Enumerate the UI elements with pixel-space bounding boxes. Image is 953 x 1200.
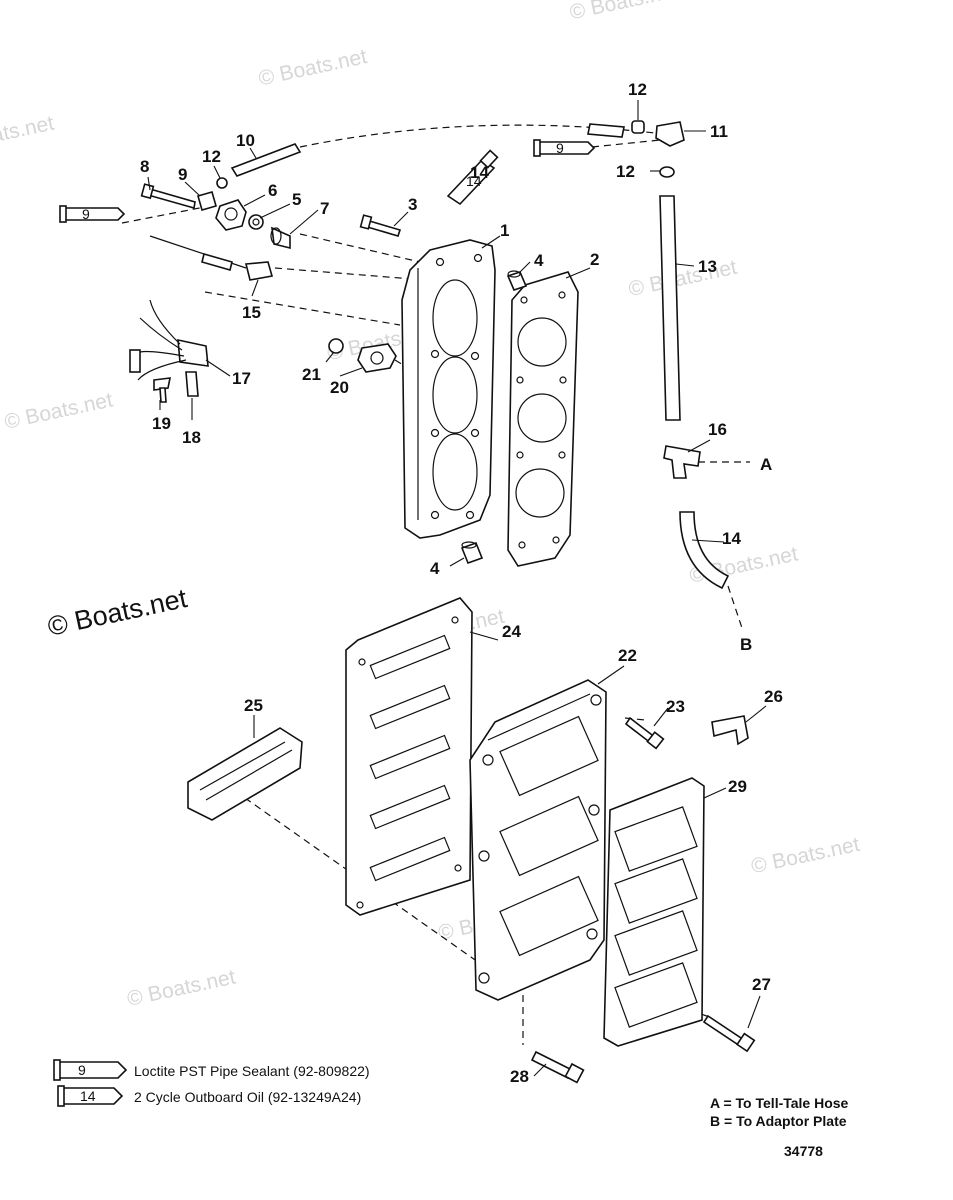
watermark: © Boats.net [749,833,862,878]
callout-12-left: 12 [202,147,221,166]
hose-long [659,195,681,421]
tee-fitting [663,445,701,479]
note-a: A = To Tell-Tale Hose [710,1095,849,1111]
callout-12-top: 12 [628,80,647,99]
cover-bolt-lower [530,1050,585,1084]
callout-10: 10 [236,131,255,150]
hose-curved [679,511,730,590]
callout-12-middle: 12 [616,162,635,181]
callout-28: 28 [510,1067,529,1086]
gasket-bolt [702,1014,756,1053]
leader-lines [147,100,767,1077]
assembly-lines [121,124,750,1045]
callout-24: 24 [502,622,521,641]
clamp-top [631,120,645,134]
callout-21: 21 [302,365,321,384]
callout-20: 20 [330,378,349,397]
thermostat-gasket [248,214,264,230]
head-bolt [359,214,402,237]
watermark: © Boats.net [626,256,739,301]
callout-18: 18 [182,428,201,447]
exhaust-gasket [345,597,473,916]
legend-oil-text: 2 Cycle Outboard Oil (92-13249A24) [134,1089,361,1105]
figure-number: 34778 [784,1143,823,1159]
dowel-pin-lower [460,541,484,565]
callout-1: 1 [500,221,509,240]
callout-29: 29 [728,777,747,796]
temperature-sensor [357,343,397,373]
head-gasket [507,271,579,567]
notes: A = To Tell-Tale Hose B = To Adaptor Pla… [710,1095,849,1129]
gasket-kit [187,727,303,821]
fitting [197,191,217,211]
sealant-tube-left: 9 [59,205,126,223]
exhaust-cover [469,679,607,1001]
watermark: © Boats.net [257,45,370,90]
hose-short [230,143,302,177]
legend-sealant-text: Loctite PST Pipe Sealant (92-809822) [134,1063,370,1079]
callout-9: 9 [178,165,187,184]
sealant-tube-right: 9 [533,139,596,157]
callout-11: 11 [710,122,728,141]
callout-2: 2 [590,250,599,269]
dowel-pin-upper [506,270,528,291]
legend: 9 Loctite PST Pipe Sealant (92-809822) 1… [53,1059,370,1107]
cylinder-head [401,239,496,539]
cover-gasket [603,777,705,1047]
clamp-left [216,177,228,189]
callouts: 1 2 3 4 4 5 6 7 8 9 10 11 12 12 12 13 14… [140,80,783,1086]
connector-a: A [760,455,772,474]
watermark: © Boats.net [125,966,238,1011]
hose-stub [587,123,625,138]
callout-5: 5 [292,190,301,209]
tube-mark: 9 [82,206,90,222]
watermark: © Boats.net [2,388,115,433]
callout-13: 13 [698,257,717,276]
terminal-clip [185,371,199,397]
oil-tube: 14 [446,149,499,206]
connector-b: B [740,635,752,654]
tube-mark: 14 [466,173,482,189]
callout-8: 8 [140,157,149,176]
watermark-large: © Boats.net [45,583,190,642]
legend-mark: 9 [78,1062,86,1078]
callout-4-upper: 4 [534,251,544,270]
elbow-fitting [655,121,685,147]
callout-19: 19 [152,414,171,433]
callout-3: 3 [408,195,417,214]
legend-sealant-tube-icon: 9 [53,1059,128,1081]
callout-14-hose: 14 [722,529,741,548]
callout-26: 26 [764,687,783,706]
thermostat [270,226,291,250]
bracket [711,715,749,746]
callout-4-lower: 4 [430,559,440,578]
screw-small [153,377,172,403]
tube-mark: 9 [556,140,564,156]
callout-6: 6 [268,181,277,200]
watermark: © Boats.net [568,0,681,24]
callout-16: 16 [708,420,727,439]
callout-22: 22 [618,646,637,665]
cover-bolt [624,716,665,750]
callout-25: 25 [244,696,263,715]
screw [140,183,196,210]
callout-15: 15 [242,303,261,322]
legend-mark: 14 [80,1088,96,1104]
callout-27: 27 [752,975,771,994]
note-b: B = To Adaptor Plate [710,1113,847,1129]
sensor-fitting [149,235,274,281]
callout-23: 23 [666,697,685,716]
clamp-middle [659,166,675,178]
legend-oil-tube-icon: 14 [57,1085,124,1107]
watermark: © Boats.net [0,112,56,157]
callout-14-tube: 14 [470,163,489,182]
callout-17: 17 [232,369,251,388]
wire-harness [129,299,209,381]
callout-7: 7 [320,199,329,218]
thermostat-housing [215,199,247,231]
sensor-nut [328,338,344,354]
